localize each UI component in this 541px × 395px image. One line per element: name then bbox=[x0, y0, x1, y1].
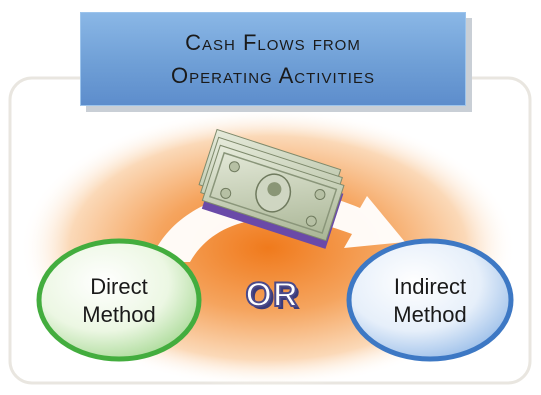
indirect-method-line-1: Indirect bbox=[393, 273, 467, 299]
title-box: Cash Flows from Operating Activities bbox=[80, 12, 466, 106]
title-line-2: Operating Activities bbox=[171, 63, 375, 88]
direct-method-line-2: Method bbox=[82, 301, 156, 327]
indirect-method-oval bbox=[346, 238, 514, 362]
indirect-method-line-2: Method bbox=[393, 301, 467, 327]
or-connector: OR bbox=[245, 275, 299, 315]
direct-method-oval bbox=[36, 238, 202, 362]
direct-method-label: Direct Method bbox=[40, 243, 198, 358]
indirect-method-label: Indirect Method bbox=[350, 243, 510, 358]
title-line-1: Cash Flows from bbox=[185, 30, 361, 55]
money-bills-icon bbox=[198, 128, 345, 249]
direct-method-line-1: Direct bbox=[90, 273, 148, 299]
